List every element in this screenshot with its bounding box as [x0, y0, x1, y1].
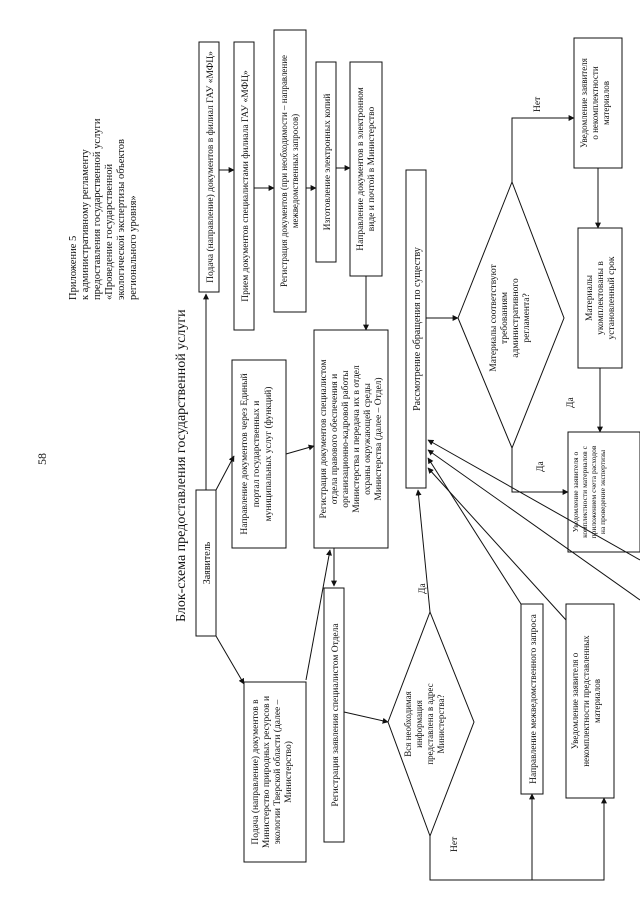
- svg-text:Материалы: Материалы: [585, 274, 595, 321]
- svg-text:Уведомление заявителя: Уведомление заявителя: [579, 58, 589, 148]
- appendix-line: экологической экспертизы объектов: [116, 139, 127, 300]
- submit-ministry-text: Подача (направление) документов в Минист…: [250, 696, 294, 848]
- notify-accepted-box: [567, 431, 640, 553]
- svg-text:административного: административного: [511, 278, 521, 358]
- arrow: [305, 549, 332, 681]
- interdept-request-label: Направление межведомственного запроса: [529, 613, 539, 784]
- svg-text:Министерство природных ресурсо: Министерство природных ресурсов и: [262, 696, 272, 848]
- svg-text:Уведомление заявителя о: Уведомление заявителя о: [570, 652, 580, 749]
- appendix-line: к административному регламенту: [80, 148, 91, 300]
- diagram-title: Блок-схема предоставления государственно…: [174, 309, 189, 622]
- appendix-line: предоставления государственной услуги: [92, 118, 103, 300]
- copies-box: [315, 61, 337, 263]
- svg-text:о некомплектности: о некомплектности: [590, 66, 600, 139]
- arrow: [215, 455, 235, 491]
- meets-requirements-decision: [457, 180, 565, 450]
- label-no-1: Нет: [450, 836, 460, 852]
- arrow: [427, 449, 640, 601]
- svg-text:на проведение экспертизы: на проведение экспертизы: [598, 450, 607, 534]
- appendix-line: Приложение 5: [68, 236, 79, 300]
- page-number: 58: [35, 453, 49, 465]
- dept-registration-box: [323, 587, 345, 843]
- svg-text:муниципальных услуг (функций): муниципальных услуг (функций): [263, 387, 274, 522]
- submit-portal-box: [231, 359, 287, 549]
- mfc-receive-box: [233, 41, 255, 331]
- svg-text:представлена в адрес: представлена в адрес: [425, 683, 435, 764]
- svg-text:виде и почтой в Министерство: виде и почтой в Министерство: [366, 107, 377, 232]
- send-ministry-text: Направление документов в электронном вид…: [356, 87, 377, 250]
- notify-incomplete-box: [565, 603, 615, 799]
- submit-ministry-box: [243, 681, 307, 863]
- appendix-header: Приложение 5 к административному регламе…: [68, 118, 139, 300]
- notify-incomplete-text: Уведомление заявителя о некомплектности …: [570, 635, 602, 767]
- arrow: [427, 439, 640, 561]
- appendix-line: «Проведение государственной: [104, 164, 115, 300]
- arrow: [427, 467, 567, 621]
- svg-text:приложением счета расходов: приложением счета расходов: [589, 445, 598, 538]
- complete-in-time-text: Материалы укомплектованы в установленный…: [585, 256, 617, 339]
- svg-text:информация: информация: [414, 700, 424, 748]
- svg-text:регламента?: регламента?: [522, 293, 532, 342]
- send-ministry-box: [349, 61, 383, 277]
- svg-text:Регистрация документов (при не: Регистрация документов (при необходимост…: [279, 55, 289, 287]
- mfc-submit-box: [198, 41, 220, 293]
- svg-text:материалов: материалов: [601, 81, 611, 125]
- svg-text:некомплектности представленных: некомплектности представленных: [581, 635, 591, 767]
- svg-text:укомплектованы в: укомплектованы в: [596, 261, 606, 335]
- mfc-register-box: [273, 29, 307, 313]
- review-box: [405, 169, 427, 489]
- submit-portal-text: Направление документов через Единый порт…: [239, 373, 274, 534]
- svg-text:портал государственных и: портал государственных и: [252, 401, 262, 508]
- arrow: [427, 457, 522, 605]
- label-yes-2: Да: [536, 461, 546, 472]
- svg-text:Уведомление заявителя о: Уведомление заявителя о: [571, 452, 580, 533]
- mfc-receive-label: Прием документов специалистами филиала Г…: [240, 70, 251, 302]
- notify-incomplete2-box: [573, 37, 623, 169]
- svg-text:Направление документов в элект: Направление документов в электронном: [356, 87, 366, 250]
- svg-text:охраны окружающей среды: охраны окружающей среды: [362, 382, 373, 494]
- label-no-2: Нет: [533, 96, 543, 112]
- arrow: [415, 489, 431, 613]
- all-info-decision: [387, 610, 475, 838]
- svg-text:экологии Тверской области (дал: экологии Тверской области (далее –: [272, 699, 283, 844]
- svg-text:отдела правового обеспечения и: отдела правового обеспечения и: [329, 374, 340, 504]
- mfc-submit-label: Подача (направление) документов в филиал…: [205, 51, 216, 283]
- arrow: [511, 448, 569, 495]
- svg-text:Министерства и передача их в о: Министерства и передача их в отдел: [352, 365, 362, 513]
- svg-text:Подача (направление) документо: Подача (направление) документов в: [250, 699, 261, 845]
- registration-box: [313, 329, 389, 549]
- arrow: [285, 444, 315, 455]
- svg-text:Министерства?: Министерства?: [436, 695, 446, 754]
- arrow: [429, 797, 607, 881]
- notify-accepted-text: Уведомление заявителя о комплектности ма…: [571, 445, 607, 538]
- svg-text:Материалы соответствуют: Материалы соответствуют: [489, 263, 499, 371]
- svg-text:комплектности материалов с: комплектности материалов с: [580, 445, 589, 537]
- dept-registration-label: Регистрация заявления специалистом Отдел…: [331, 623, 341, 807]
- copies-label: Изготовление электронных копий: [322, 94, 333, 231]
- notify-incomplete2-text: Уведомление заявителя о некомплектности …: [579, 58, 611, 148]
- arrow: [343, 711, 389, 724]
- appendix-line: регионального уровня»: [128, 195, 139, 300]
- svg-text:межведомственных запросов): межведомственных запросов): [290, 114, 300, 228]
- svg-text:требованиям: требованиям: [499, 292, 510, 344]
- mfc-register-text: Регистрация документов (при необходимост…: [279, 55, 300, 287]
- label-yes-3: Да: [566, 397, 576, 408]
- registration-text: Регистрация документов специалистом отде…: [319, 360, 384, 519]
- svg-text:организационно-кадровой работы: организационно-кадровой работы: [340, 370, 351, 508]
- svg-text:материалов: материалов: [592, 679, 602, 723]
- applicant-label: Заявитель: [202, 541, 213, 584]
- svg-text:установленный срок: установленный срок: [606, 256, 617, 339]
- all-info-text: Вся необходимая информация представлена …: [403, 683, 446, 764]
- svg-text:Направление документов через Е: Направление документов через Единый: [239, 373, 250, 534]
- review-label: Рассмотрение обращения по существу: [412, 247, 423, 411]
- svg-text:Вся необходимая: Вся необходимая: [403, 691, 413, 757]
- svg-text:Министерство): Министерство): [283, 741, 294, 803]
- meets-requirements-text: Материалы соответствуют требованиям адми…: [489, 263, 532, 371]
- arrow: [215, 635, 245, 685]
- svg-text:Министерства (далее – Отдел): Министерства (далее – Отдел): [373, 377, 384, 500]
- svg-text:Регистрация документов специал: Регистрация документов специалистом: [319, 360, 329, 519]
- label-yes-1: Да: [418, 583, 428, 594]
- arrow: [511, 115, 575, 182]
